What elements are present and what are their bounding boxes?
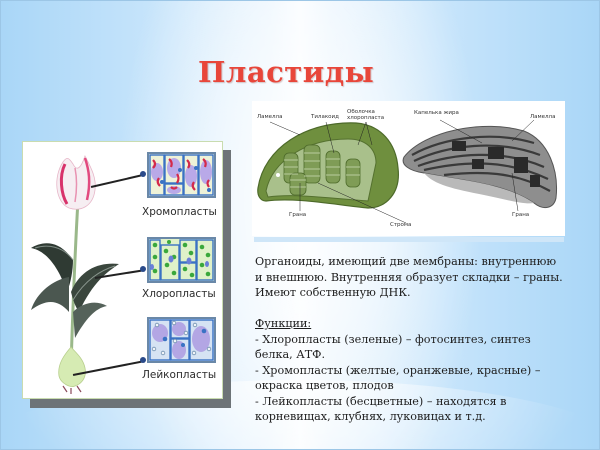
slide-title: Пластиды (198, 55, 375, 89)
label-stroma: Строма (390, 222, 412, 228)
leucoplasts-label: Лейкопласты (142, 369, 217, 381)
chloroplast-cells-image (147, 237, 216, 283)
label-grana-left: Грана (289, 212, 307, 218)
function-line: белка, АТФ. (255, 348, 326, 361)
intro-line: Имеют собственную ДНК. (255, 286, 411, 299)
diagram-caption-strip (254, 237, 564, 242)
intro-line: и внешнюю. Внутренняя образует складки –… (255, 270, 563, 284)
chromoplasts-label: Хромопласты (142, 206, 217, 218)
label-lipid-droplet: Капелька жира (414, 110, 459, 116)
tulip-plant-illustration (31, 154, 119, 394)
function-line: - Хлоропласты (зеленые) – фотосинтез, си… (255, 332, 531, 346)
function-line: - Лейкопласты (бесцветные) – находятся в (255, 394, 507, 408)
chloroplast-schematic-illustration (257, 121, 406, 223)
label-envelope: Оболочка хлоропласта (347, 109, 384, 121)
plant-figure-panel: Хромопласты Хлоропласты Лей (22, 141, 223, 399)
chromoplast-cells-image (147, 152, 216, 198)
intro-line: Органоиды, имеющий две мембраны: внутрен… (255, 255, 557, 268)
chloroplast-diagram-panel: Ламелла Тилакоид Оболочка хлоропласта Ка… (252, 101, 565, 236)
description-text: Органоиды, имеющий две мембраны: внутрен… (255, 254, 585, 425)
bulb-pointer-dot (140, 357, 146, 363)
function-line: - Хромопласты (желтые, оранжевые, красны… (255, 363, 541, 377)
label-envelope-line1: Оболочка (347, 109, 375, 115)
chloroplasts-label: Хлоропласты (142, 288, 216, 300)
label-envelope-line2: хлоропласта (347, 115, 385, 121)
leucoplast-cells-image (147, 317, 216, 363)
label-lamella-right: Ламелла (530, 114, 556, 120)
label-thylakoid: Тилакоид (311, 114, 339, 120)
function-line: корневищах, клубнях, луковицах и т.д. (255, 410, 486, 423)
chloroplast-micrograph-image (402, 119, 558, 212)
leaf-pointer-dot (140, 266, 146, 272)
label-lamella-left: Ламелла (257, 114, 283, 120)
function-line: окраска цветов, плодов (255, 379, 394, 392)
label-grana-right: Грана (512, 212, 530, 218)
functions-heading: Функции: (255, 317, 312, 330)
flower-pointer-dot (140, 171, 146, 177)
